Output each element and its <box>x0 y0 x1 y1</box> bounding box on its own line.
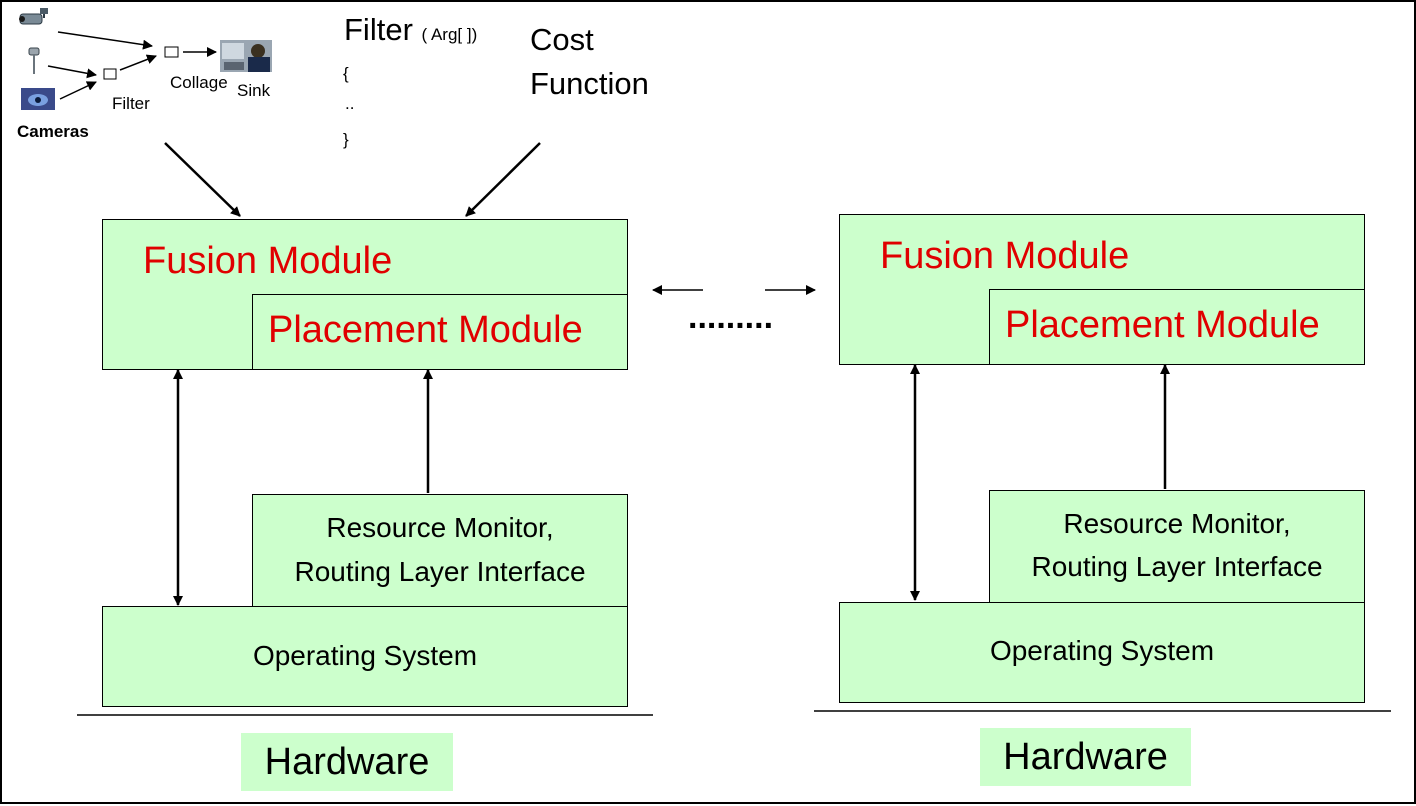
pipeline-arrow-filter-collage <box>119 54 157 71</box>
cameras-label: Cameras <box>17 122 89 141</box>
cost-to-fusion-arrow <box>465 142 541 217</box>
cost-label: Cost <box>530 22 594 57</box>
filter-code-title: Filter ( Arg[ ]) <box>344 12 477 48</box>
filter-label: Filter <box>112 94 150 113</box>
resource-monitor-box-1 <box>252 494 628 608</box>
sink-photo-icon <box>220 40 272 72</box>
resource-monitor-line1-2: Resource Monitor, <box>1063 508 1291 539</box>
pipeline-to-fusion-arrow <box>164 142 241 217</box>
filter-args-text: ( Arg[ ]) <box>421 25 478 44</box>
placement-module-label-2: Placement Module <box>1005 304 1320 346</box>
fusion-module-label-2: Fusion Module <box>880 235 1130 277</box>
operating-system-label-2: Operating System <box>989 635 1215 666</box>
fusion-module-label-1: Fusion Module <box>143 240 393 282</box>
filter-open-brace: { <box>343 64 349 83</box>
pipeline-arrow-camera3-filter <box>59 81 97 100</box>
hardware-label-1: Hardware <box>241 733 453 791</box>
filter-ellipsis: .. <box>345 94 355 113</box>
function-label: Function <box>530 66 649 101</box>
filter-title-text: Filter <box>344 12 413 47</box>
sink-label: Sink <box>237 81 271 100</box>
resource-monitor-box-2 <box>989 490 1365 604</box>
pipeline-arrow-camera2-filter <box>47 65 97 79</box>
resource-monitor-line2-1: Routing Layer Interface <box>294 556 586 587</box>
operating-system-label-1: Operating System <box>252 640 478 671</box>
placement-module-label-1: Placement Module <box>268 309 583 351</box>
hardware-label-2: Hardware <box>980 728 1191 786</box>
operating-system-box-1 <box>102 606 628 707</box>
resource-monitor-line1-1: Resource Monitor, <box>326 512 554 543</box>
resource-monitor-line2-2: Routing Layer Interface <box>1031 551 1323 582</box>
collage-label: Collage <box>170 73 228 92</box>
placement-module-box-1 <box>252 294 628 370</box>
filter-close-brace: } <box>343 130 349 149</box>
placement-module-box-2 <box>989 289 1365 365</box>
more-nodes-ellipsis: ......... <box>688 298 774 336</box>
filter-node-square <box>103 68 117 80</box>
camera-image-icon <box>21 88 55 110</box>
collage-node-square <box>164 46 179 58</box>
pole-camera-icon <box>28 47 40 74</box>
operating-system-box-2 <box>839 602 1365 703</box>
pipeline-arrow-camera1-collage <box>57 31 153 50</box>
surveillance-camera-icon <box>19 8 48 25</box>
